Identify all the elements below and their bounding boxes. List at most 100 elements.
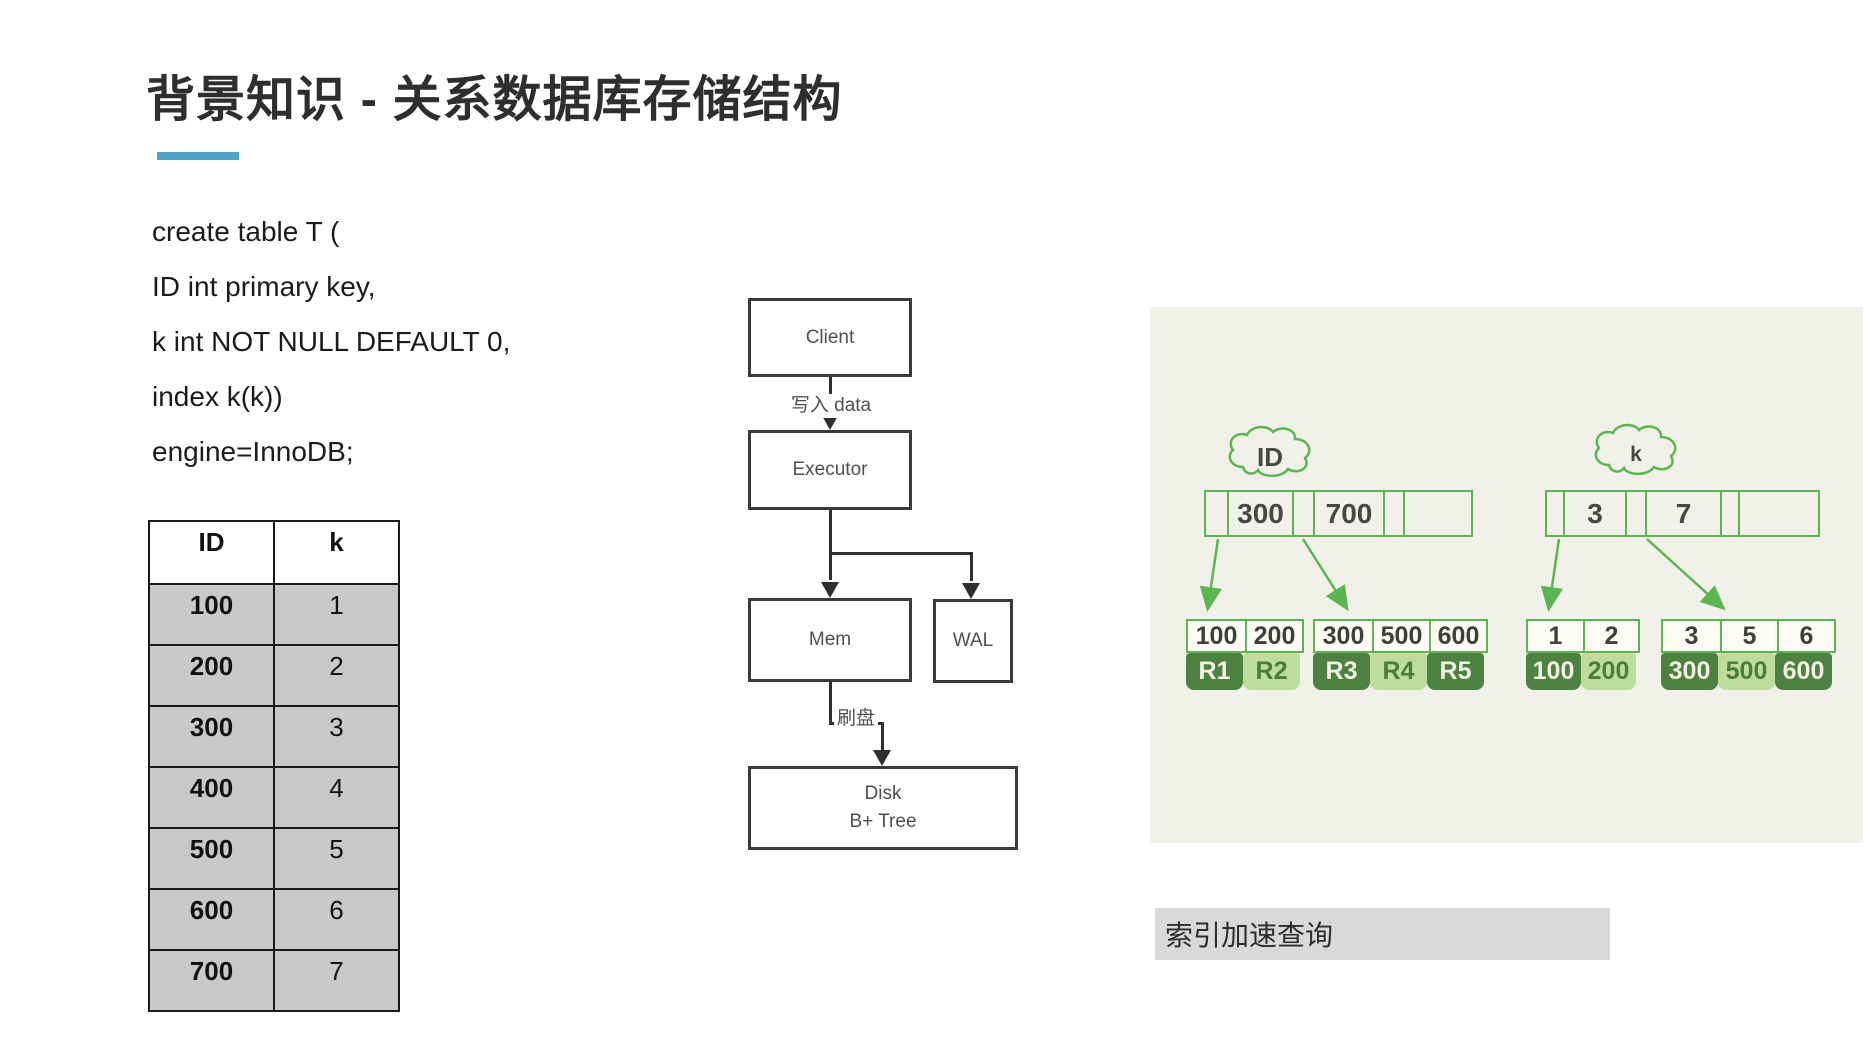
- flowchart-node-executor: Executor: [748, 430, 912, 510]
- table-row: 100 1: [148, 583, 400, 646]
- node-label: Mem: [808, 629, 852, 651]
- leaf-value: 100: [1526, 653, 1581, 690]
- btree-panel: ID k 300 700 3 7 100: [1150, 307, 1863, 843]
- k-index-leaf-node: 1 2 100 200: [1526, 619, 1640, 690]
- leaf-key-row: 300 500 600: [1313, 619, 1488, 653]
- edge-label-write-data: 写入 data: [783, 394, 879, 418]
- id-index-leaf-node: 100 200 R1 R2: [1186, 619, 1304, 690]
- data-table: ID k 100 1 200 2 300 3 400 4 500 5 600 6…: [148, 520, 400, 1012]
- leaf-key-row: 3 5 6: [1661, 619, 1836, 653]
- table-cell: 5: [273, 827, 400, 890]
- table-cell: 3: [273, 705, 400, 768]
- leaf-key: 6: [1777, 621, 1834, 651]
- edge-line: [970, 552, 973, 581]
- root-cell-empty: [1405, 492, 1471, 535]
- root-cell-empty: [1627, 492, 1647, 535]
- table-cell: 500: [148, 827, 275, 890]
- table-cell: 600: [148, 888, 275, 951]
- id-index-cloud: ID: [1222, 425, 1318, 481]
- edge-line: [829, 682, 832, 725]
- id-index-root-node: 300 700: [1204, 490, 1473, 537]
- btree-arrows: [1199, 538, 1726, 612]
- leaf-value: R2: [1243, 653, 1300, 690]
- arrowhead-icon: [962, 583, 980, 599]
- cloud-icon: [1594, 423, 1677, 476]
- leaf-key-row: 100 200: [1186, 619, 1304, 653]
- leaf-key: 2: [1583, 621, 1638, 651]
- leaf-value-row: R1 R2: [1186, 653, 1304, 690]
- root-cell-empty: [1385, 492, 1405, 535]
- leaf-value: 200: [1581, 653, 1636, 690]
- arrowhead-icon: [821, 414, 839, 430]
- leaf-key: 300: [1322, 621, 1365, 650]
- table-header-k: k: [273, 520, 400, 585]
- leaf-key: 100: [1195, 621, 1238, 650]
- table-row: 500 5: [148, 827, 400, 890]
- root-cell-empty: [1206, 492, 1229, 535]
- table-cell: 200: [148, 644, 275, 707]
- leaf-key: 200: [1245, 621, 1302, 651]
- sql-line: index k(k)): [152, 381, 283, 412]
- table-row: 400 4: [148, 766, 400, 829]
- leaf-key: 600: [1429, 621, 1486, 651]
- table-cell: 2: [273, 644, 400, 707]
- node-label: B+ Tree: [849, 811, 917, 832]
- edge-line: [881, 722, 884, 753]
- table-cell: 300: [148, 705, 275, 768]
- index-name-label: ID: [1257, 441, 1283, 472]
- table-cell: 4: [273, 766, 400, 829]
- leaf-value-row: 300 500 600: [1661, 653, 1836, 690]
- node-label: WAL: [952, 630, 994, 652]
- table-cell: 7: [273, 949, 400, 1012]
- table-cell: 6: [273, 888, 400, 951]
- leaf-value: R1: [1186, 653, 1243, 690]
- sql-line: create table T (: [152, 216, 340, 247]
- index-name-label: k: [1630, 443, 1642, 466]
- table-cell: 700: [148, 949, 275, 1012]
- leaf-key-row: 1 2: [1526, 619, 1640, 653]
- node-label: Disk: [864, 783, 902, 805]
- table-header-row: ID k: [148, 520, 400, 585]
- flowchart-node-client: Client: [748, 298, 912, 377]
- leaf-key: 5: [1720, 621, 1777, 651]
- k-index-leaf-node: 3 5 6 300 500 600: [1661, 619, 1836, 690]
- leaf-value: 300: [1661, 653, 1718, 690]
- cloud-icon: [1228, 425, 1311, 478]
- k-index-root-node: 3 7: [1545, 490, 1820, 537]
- leaf-value: R3: [1313, 653, 1370, 690]
- sql-line: engine=InnoDB;: [152, 436, 354, 467]
- table-row: 700 7: [148, 949, 400, 1012]
- edge-line: [829, 377, 832, 397]
- k-index-cloud: k: [1588, 423, 1684, 479]
- leaf-value-row: 100 200: [1526, 653, 1640, 690]
- root-cell-key: 3: [1565, 492, 1627, 535]
- leaf-key: 3: [1684, 621, 1699, 650]
- title-accent-bar: [157, 152, 239, 160]
- root-cell-empty: [1547, 492, 1565, 535]
- table-cell: 100: [148, 583, 275, 646]
- id-index-leaf-node: 300 500 600 R3 R4 R5: [1313, 619, 1488, 690]
- flowchart-node-wal: WAL: [933, 599, 1013, 683]
- table-row: 600 6: [148, 888, 400, 951]
- root-cell-key: 300: [1229, 492, 1294, 535]
- leaf-key: 1: [1548, 621, 1563, 650]
- root-cell-key: 700: [1315, 492, 1385, 535]
- arrowhead-icon: [821, 582, 839, 598]
- leaf-key: 500: [1372, 621, 1429, 651]
- sql-code-block: create table T ( ID int primary key, k i…: [152, 204, 510, 479]
- table-row: 300 3: [148, 705, 400, 768]
- edge-line: [829, 552, 973, 555]
- flowchart-node-disk: Disk B+ Tree: [748, 766, 1018, 850]
- edge-label-flush-disk: 刷盘: [834, 707, 878, 733]
- sql-line: k int NOT NULL DEFAULT 0,: [152, 326, 511, 357]
- node-label: Executor: [792, 459, 868, 481]
- page-title: 背景知识 - 关系数据库存储结构: [146, 73, 843, 127]
- root-cell-empty: [1294, 492, 1315, 535]
- leaf-value: 600: [1775, 653, 1832, 690]
- arrowhead-icon: [873, 750, 891, 766]
- table-row: 200 2: [148, 644, 400, 707]
- table-cell: 1: [273, 583, 400, 646]
- root-cell-empty: [1740, 492, 1818, 535]
- sql-line: ID int primary key,: [152, 271, 376, 302]
